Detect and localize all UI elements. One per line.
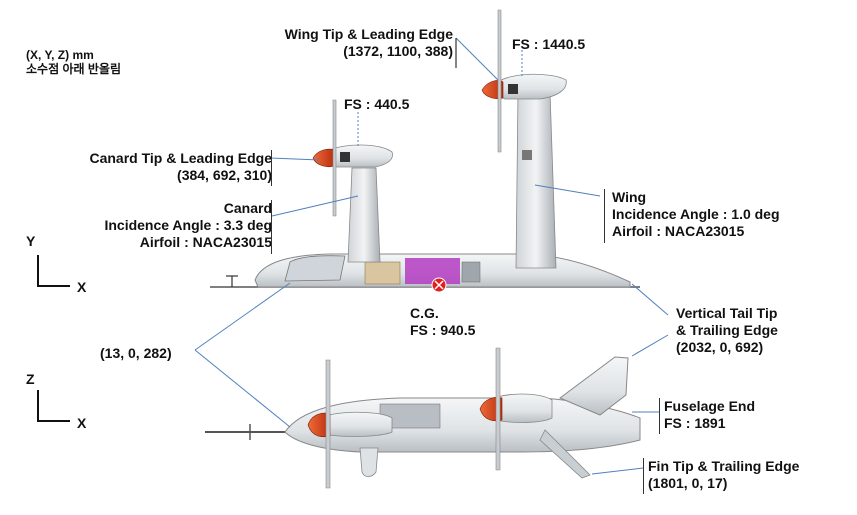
vtail-callout: Vertical Tail Tip & Trailing Edge (2032,… <box>676 305 778 355</box>
leader-vtail-side <box>631 283 669 316</box>
canard-spinner <box>312 148 335 168</box>
units-note-coords: (X, Y, Z) mm <box>26 48 94 62</box>
fuselage-end-callout: Fuselage End FS : 1891 <box>664 398 755 432</box>
cg-title: C.G. <box>410 305 439 321</box>
canard-callout: Canard Incidence Angle : 3.3 deg Airfoil… <box>104 200 272 250</box>
wing-tip-title: Wing Tip & Leading Edge <box>284 26 453 42</box>
canard-pylon <box>347 167 381 263</box>
fin-tip-bracket <box>643 458 644 494</box>
fuselage-end-bracket <box>659 398 660 434</box>
cg-cross-b <box>434 280 444 290</box>
units-note: (X, Y, Z) mm 소수점 아래 반올림 <box>26 48 121 77</box>
vtail-coords: (2032, 0, 692) <box>676 338 764 355</box>
vtail-line2: & Trailing Edge <box>676 321 778 338</box>
canard-tip-bracket <box>271 150 272 186</box>
units-note-rounding: 소수점 아래 반올림 <box>26 62 121 77</box>
top-z-axis-label: Z <box>26 371 35 387</box>
wing-tip-callout: Wing Tip & Leading Edge (1372, 1100, 388… <box>285 26 453 60</box>
wing-pylon <box>515 91 557 269</box>
side-view <box>210 9 640 293</box>
canard-fin <box>359 447 379 477</box>
canard-marker <box>340 152 350 162</box>
canard-bracket <box>271 200 272 254</box>
wing-title: Wing <box>612 189 647 205</box>
canard-tip-title: Canard Tip & Leading Edge <box>89 150 272 166</box>
canard-tip-callout: Canard Tip & Leading Edge (384, 692, 310… <box>89 150 272 184</box>
leader-fin-tip <box>591 467 644 475</box>
leader-nose-side <box>194 282 291 351</box>
wing-pylon-detail <box>522 150 532 160</box>
side-x-axis-label: X <box>77 279 87 295</box>
canard-tip-coords: (384, 692, 310) <box>177 166 272 183</box>
leader-canard <box>271 195 359 217</box>
side-canopy <box>284 255 346 282</box>
side-payload-box <box>461 261 481 283</box>
wing-nacelle <box>496 73 567 100</box>
leader-nose-top <box>194 349 291 428</box>
fs-canard-label: FS : 440.5 <box>344 96 410 112</box>
wing-callout: Wing Incidence Angle : 1.0 deg Airfoil :… <box>612 189 780 239</box>
cg-fs: FS : 940.5 <box>410 321 476 338</box>
top-canard-nacelle <box>315 411 393 437</box>
top-canard-propeller <box>325 359 331 489</box>
fuselage-end-title: Fuselage End <box>664 398 756 414</box>
side-payload-tan <box>364 261 401 285</box>
leader-wing-tip <box>455 37 499 81</box>
fin-tip-title: Fin Tip & Trailing Edge <box>648 458 800 474</box>
wing-marker <box>508 84 518 94</box>
vtail-line1: Vertical Tail Tip <box>676 305 778 321</box>
leader-wing <box>534 184 601 197</box>
leader-lines <box>194 37 669 475</box>
wing-bracket <box>604 189 605 243</box>
canard-nacelle <box>327 144 393 168</box>
top-view <box>205 347 641 489</box>
side-axes <box>37 255 70 287</box>
cg-callout: C.G. FS : 940.5 <box>410 305 475 339</box>
vertical-tail <box>559 356 629 416</box>
canard-title: Canard <box>223 200 272 216</box>
side-payload-purple <box>405 258 460 284</box>
wing-incidence: Incidence Angle : 1.0 deg <box>612 205 780 222</box>
canard-propeller <box>332 99 337 217</box>
canard-airfoil: Airfoil : NACA23015 <box>139 233 272 250</box>
fs-wing-label: FS : 1440.5 <box>512 36 586 52</box>
wing-propeller <box>497 9 502 153</box>
leader-vtail-top <box>631 334 669 357</box>
fin-tip-coords: (1801, 0, 17) <box>648 474 728 491</box>
fin-tip-callout: Fin Tip & Trailing Edge (1801, 0, 17) <box>648 458 799 492</box>
leader-canard-tip <box>269 157 321 161</box>
top-wing-propeller <box>495 347 501 471</box>
nose-callout: (13, 0, 282) <box>100 345 172 361</box>
wing-tip-coords: (1372, 1100, 388) <box>343 42 453 59</box>
ventral-fin <box>539 429 591 479</box>
fuselage-end-fs: FS : 1891 <box>664 414 726 431</box>
wing-airfoil: Airfoil : NACA23015 <box>612 222 745 239</box>
side-axes-lines <box>37 255 70 287</box>
top-x-axis-label: X <box>77 415 87 431</box>
canard-incidence: Incidence Angle : 3.3 deg <box>104 216 272 233</box>
top-axes-lines <box>37 390 70 422</box>
top-wing-nacelle <box>489 393 553 423</box>
top-axes <box>37 390 70 422</box>
side-y-axis-label: Y <box>26 233 36 249</box>
